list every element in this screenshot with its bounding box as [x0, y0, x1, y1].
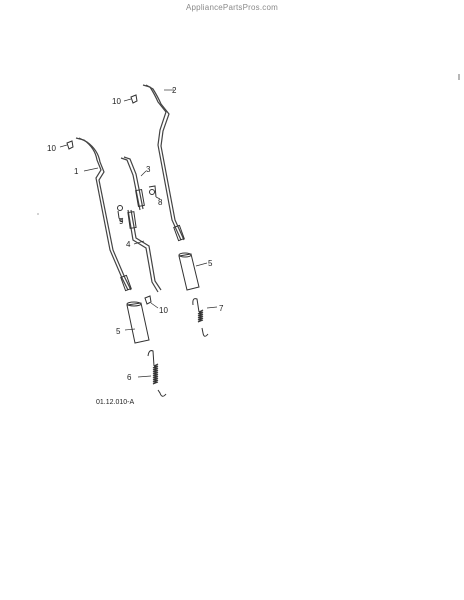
- clip-part-10-left: [66, 140, 74, 150]
- callout-5-lower: 5: [116, 327, 121, 336]
- spring-part-6: [147, 350, 167, 397]
- callout-1: 1: [74, 167, 79, 176]
- callout-8: 8: [158, 198, 163, 207]
- callout-10-top: 10: [112, 97, 121, 106]
- rod-part-4: [127, 209, 162, 293]
- leader-lines: [59, 89, 218, 378]
- callout-10-left: 10: [47, 144, 56, 153]
- callout-5-upper: 5: [208, 259, 213, 268]
- callout-7: 7: [219, 304, 224, 313]
- clip-part-10-mid: [144, 295, 152, 305]
- grip-sleeve-lower: [126, 301, 150, 344]
- scan-dot: [37, 213, 39, 215]
- fitting-part-8: [148, 185, 157, 198]
- callout-3: 3: [146, 165, 151, 174]
- rod-part-1: [75, 137, 132, 292]
- diagram-code: 01.12.010-A: [96, 399, 134, 406]
- spring-part-7: [192, 298, 209, 337]
- watermark: AppliancePartsPros.com: [186, 3, 278, 12]
- callout-6: 6: [127, 373, 132, 382]
- callout-4: 4: [126, 240, 131, 249]
- grip-sleeve-upper: [178, 252, 200, 291]
- callout-9: 9: [119, 217, 124, 226]
- rod-part-3: [120, 156, 145, 211]
- fitting-part-9: [117, 205, 123, 223]
- rod-part-2: [142, 84, 185, 242]
- clip-part-10-top: [130, 94, 138, 104]
- callout-10-mid: 10: [159, 306, 168, 315]
- callout-2: 2: [172, 86, 177, 95]
